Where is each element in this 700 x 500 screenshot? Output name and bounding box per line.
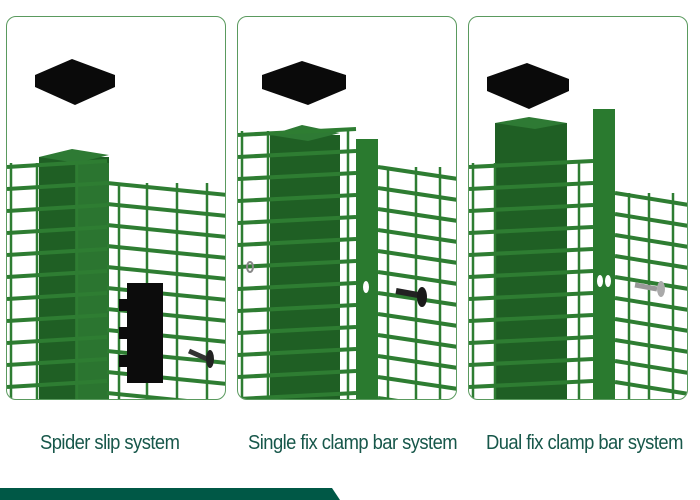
mesh-wire (238, 325, 357, 335)
mesh-wire (614, 191, 687, 207)
mesh-wire (614, 233, 687, 249)
mesh-wire (238, 281, 357, 291)
clamp-bar (593, 109, 615, 399)
mesh-wire (469, 313, 594, 323)
mesh-wire (469, 291, 594, 301)
mesh-wire (377, 228, 456, 244)
mesh-wire (377, 312, 456, 328)
bolt (187, 348, 209, 362)
mesh-wire (238, 347, 357, 357)
post (495, 123, 567, 399)
mesh-wire (614, 275, 687, 291)
spider-clamp (127, 283, 163, 383)
mesh-wire (7, 335, 108, 345)
mesh-wire (106, 391, 188, 399)
mesh-wire (238, 171, 357, 181)
mesh-wire (238, 237, 357, 247)
caption-single-clamp: Single fix clamp bar system (248, 432, 458, 454)
fence-illustration-spider (7, 59, 225, 399)
mesh-wire (469, 269, 594, 279)
panel-dual-clamp (468, 16, 688, 400)
mesh-wire (377, 207, 456, 223)
mesh-right (377, 165, 456, 399)
mesh-wire (238, 391, 357, 399)
mesh-wire (614, 359, 687, 375)
mesh-wire (238, 127, 357, 137)
mesh-wire (469, 379, 594, 389)
post-cap (487, 63, 569, 109)
mesh-wire (469, 181, 594, 191)
mesh-wire (469, 159, 594, 169)
mesh-wire (614, 338, 687, 354)
mesh-wire (238, 259, 357, 269)
mesh-wire (377, 354, 456, 370)
mesh-wire (377, 270, 456, 286)
mesh-wire (469, 225, 594, 235)
mesh-left (469, 159, 594, 399)
fence-illustration-dual (469, 63, 687, 399)
caption-spider-slip: Spider slip system (40, 432, 180, 454)
mesh-wire (469, 247, 594, 257)
fence-illustration-single (238, 61, 456, 399)
mesh-left (238, 127, 357, 399)
mesh-wire (377, 333, 456, 349)
washer (246, 261, 254, 273)
mesh-wire (614, 254, 687, 270)
mesh-wire (469, 335, 594, 345)
mesh-wire (614, 296, 687, 312)
mesh-wire (7, 379, 108, 389)
mesh-wire (7, 269, 108, 279)
mesh-wire (238, 303, 357, 313)
mesh-wire (7, 225, 108, 235)
mesh-wire (7, 203, 108, 213)
mesh-wire (238, 193, 357, 203)
mesh-wire (377, 375, 456, 391)
mesh-wire (7, 181, 108, 191)
caption-dual-clamp: Dual fix clamp bar system (486, 432, 683, 454)
mesh-wire (7, 247, 108, 257)
mesh-wire (238, 215, 357, 225)
mesh-left (7, 159, 108, 399)
mesh-wire (377, 396, 399, 399)
mesh-wire (377, 186, 456, 202)
mesh-wire (7, 159, 108, 169)
mesh-wire (7, 291, 108, 301)
panel-spider-slip (6, 16, 226, 400)
mesh-wire (377, 165, 456, 181)
post-cap (35, 59, 115, 105)
clamp-bar (356, 139, 378, 399)
bottom-accent-bar (0, 488, 340, 500)
mesh-right (106, 181, 225, 399)
mesh-wire (238, 369, 357, 379)
mesh-wire (469, 357, 594, 367)
bolt (395, 288, 419, 298)
mesh-wire (614, 317, 687, 333)
mesh-wire (238, 149, 357, 159)
mesh-wire (377, 249, 456, 265)
mesh-wire (469, 203, 594, 213)
mesh-wire (614, 380, 687, 396)
mesh-wire (7, 313, 108, 323)
post-cap (262, 61, 346, 105)
post (270, 135, 340, 399)
panel-single-clamp (237, 16, 457, 400)
mesh-right (614, 191, 687, 399)
bolt (634, 282, 658, 292)
mesh-wire (614, 212, 687, 228)
mesh-wire (7, 357, 108, 367)
